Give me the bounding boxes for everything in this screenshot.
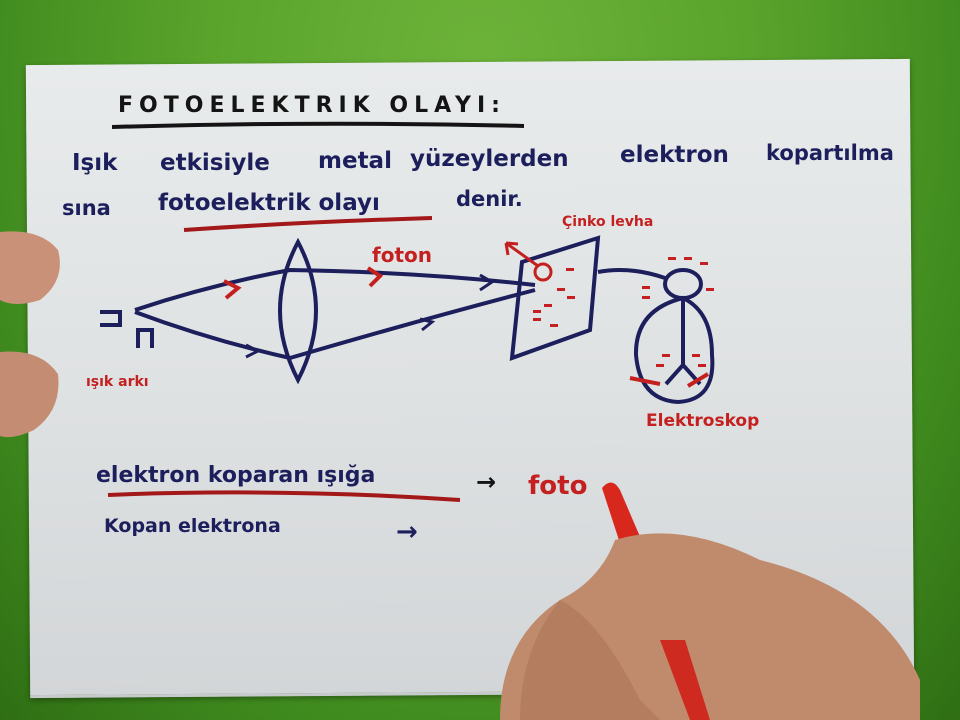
electron-icon bbox=[533, 262, 553, 282]
wire bbox=[597, 268, 666, 280]
light-rays bbox=[134, 267, 536, 361]
highlighted-term: fotoelektrik olayı bbox=[158, 190, 380, 216]
note-underline bbox=[107, 490, 461, 502]
arrow-icon: → bbox=[476, 468, 496, 496]
note-text: elektron koparan ışığa bbox=[96, 463, 375, 488]
zinc-plate-label: Çinko levha bbox=[562, 214, 653, 230]
arrow-icon: → bbox=[396, 517, 418, 547]
term-underline bbox=[183, 216, 433, 232]
note-2: Kopan elektrona → bbox=[104, 515, 418, 547]
title-underline bbox=[111, 121, 525, 129]
word: Işık bbox=[72, 150, 118, 176]
ray-arrows-blue bbox=[245, 273, 495, 359]
word: denir. bbox=[456, 187, 523, 211]
word: kopartılma bbox=[766, 141, 894, 165]
note-1: elektron koparan ışığa → foto bbox=[96, 463, 587, 502]
lesson-title: FOTOELEKTRIK OLAYI: bbox=[118, 93, 506, 118]
word: sına bbox=[62, 196, 111, 220]
left-hand-fingers bbox=[0, 231, 60, 438]
definition-line-2: sına fotoelektrik olayı denir. bbox=[62, 187, 523, 232]
red-marker-body bbox=[660, 640, 710, 720]
word: etkisiyle bbox=[160, 150, 270, 176]
zinc-plate bbox=[509, 235, 601, 361]
word: yüzeylerden bbox=[410, 146, 569, 172]
writing-hand bbox=[500, 482, 920, 720]
definition-line-1: Işık etkisiyle metal yüzeylerden elektro… bbox=[72, 141, 894, 176]
ejected-electron-arrow bbox=[504, 241, 539, 268]
electroscope-charges bbox=[642, 257, 714, 367]
note-text: Kopan elektrona bbox=[104, 515, 281, 537]
leaf-highlights bbox=[629, 372, 710, 388]
photon-label: foton bbox=[372, 243, 432, 267]
electroscope-label: Elektroskop bbox=[646, 411, 759, 431]
note-answer: foto bbox=[528, 471, 587, 501]
word: metal bbox=[318, 148, 392, 174]
ray-arrows bbox=[223, 266, 384, 300]
word: elektron bbox=[620, 142, 729, 168]
light-source-label: ışık arkı bbox=[86, 374, 149, 390]
plate-charges bbox=[533, 268, 575, 327]
light-source-icon bbox=[100, 310, 154, 348]
lens-icon bbox=[278, 237, 318, 385]
